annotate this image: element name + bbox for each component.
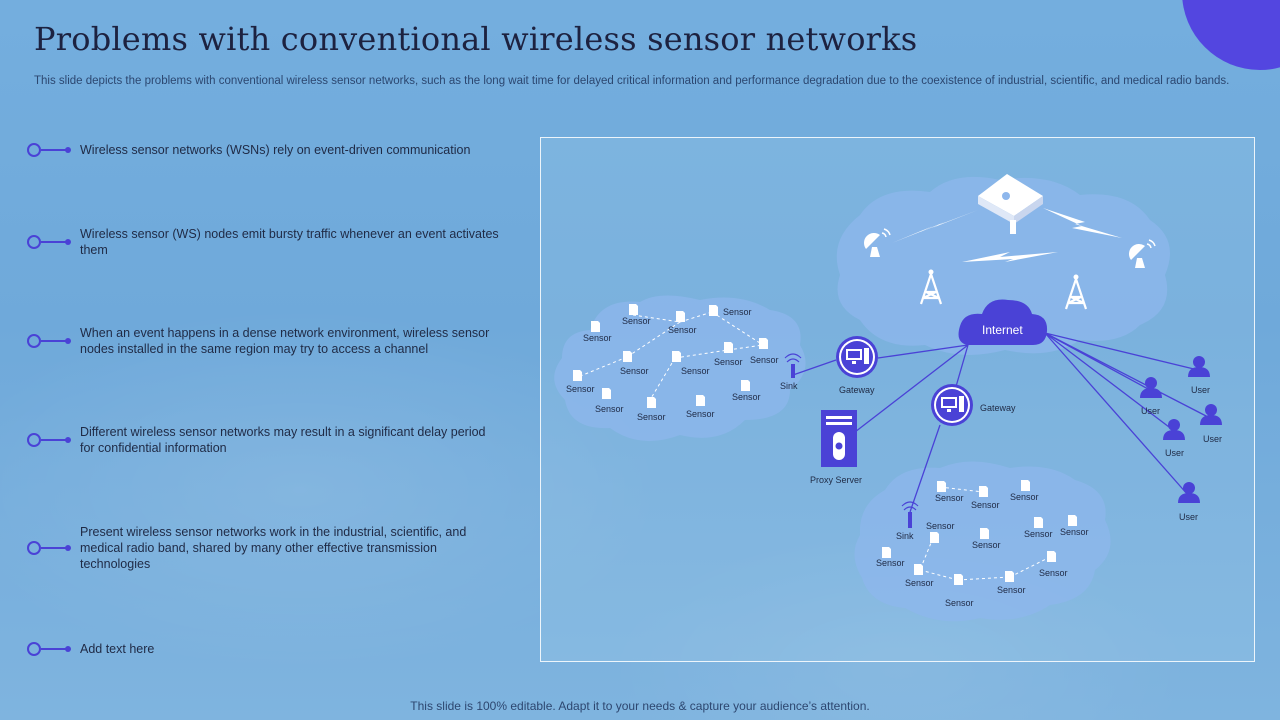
bullet-dot-icon xyxy=(65,338,71,344)
sensor-label: Sensor xyxy=(620,366,649,376)
sensor-label: Sensor xyxy=(1010,492,1039,502)
bullet-dot-icon xyxy=(65,545,71,551)
sensor-label: Sensor xyxy=(732,392,761,402)
sink-label: Sink xyxy=(896,531,914,541)
sink-icon xyxy=(901,501,919,528)
bullet-text: Add text here xyxy=(80,642,155,656)
sensor-label: Sensor xyxy=(566,384,595,394)
sensor-label: Sensor xyxy=(926,521,955,531)
bullet-dot-icon xyxy=(65,147,71,153)
sensor-label: Sensor xyxy=(637,412,666,422)
internet-cloud xyxy=(836,176,1170,355)
gateway-icon xyxy=(931,384,973,426)
bullet-dot-icon xyxy=(65,646,71,652)
sensor-label: Sensor xyxy=(1060,527,1089,537)
bullet-connector xyxy=(41,648,68,650)
sensor-label: Sensor xyxy=(971,500,1000,510)
sensor-label: Sensor xyxy=(905,578,934,588)
footer-note: This slide is 100% editable. Adapt it to… xyxy=(410,699,870,713)
internet-cloud-icon xyxy=(958,299,1048,345)
signal-bolts xyxy=(892,208,1122,262)
page-title: Problems with conventional wireless sens… xyxy=(34,20,918,58)
page-subtitle: This slide depicts the problems with con… xyxy=(34,75,1230,87)
bullet-ring-icon xyxy=(27,541,41,555)
sensor-label: Sensor xyxy=(714,357,743,367)
sink-label: Sink xyxy=(780,381,798,391)
bullet-ring-icon xyxy=(27,334,41,348)
network-links xyxy=(792,332,1211,513)
user-labels: User User User User User xyxy=(1141,385,1222,522)
bullet-connector xyxy=(41,547,68,549)
sensor-cloud-bottom xyxy=(854,461,1111,622)
sink-icon xyxy=(784,353,802,378)
proxy-server-label: Proxy Server xyxy=(810,475,862,485)
sensor-label: Sensor xyxy=(997,585,1026,595)
sensor-label: Sensor xyxy=(668,325,697,335)
bullet-ring-icon xyxy=(27,433,41,447)
user-icons xyxy=(1140,356,1222,503)
bullet-text: Present wireless sensor networks work in… xyxy=(80,525,467,571)
user-label: User xyxy=(1165,448,1184,458)
sensor-label: Sensor xyxy=(681,366,710,376)
bullet-ring-icon xyxy=(27,235,41,249)
sensor-label: Sensor xyxy=(1039,568,1068,578)
sensor-links-left xyxy=(577,311,764,401)
bullet-text: Wireless sensor (WS) nodes emit bursty t… xyxy=(80,227,499,257)
sensor-label: Sensor xyxy=(876,558,905,568)
user-label: User xyxy=(1179,512,1198,522)
sensor-label: Sensor xyxy=(583,333,612,343)
sensor-label: Sensor xyxy=(945,598,974,608)
sensor-label: Sensor xyxy=(595,404,624,414)
proxy-server-icon xyxy=(821,410,857,467)
bullet-connector xyxy=(41,149,68,151)
sensor-label: Sensor xyxy=(622,316,651,326)
bullet-connector xyxy=(41,439,68,441)
sensor-label: Sensor xyxy=(972,540,1001,550)
bullet-connector xyxy=(41,241,68,243)
sensor-label: Sensor xyxy=(1024,529,1053,539)
bullet-text: Wireless sensor networks (WSNs) rely on … xyxy=(80,143,471,157)
user-label: User xyxy=(1191,385,1210,395)
bullet-connector xyxy=(41,340,68,342)
sensor-label: Sensor xyxy=(686,409,715,419)
sensor-labels-left: Sensor Sensor Sensor Sensor Sensor Senso… xyxy=(566,307,779,422)
sensor-labels-bottom: Sensor Sensor Sensor Sensor Sensor Senso… xyxy=(876,492,1089,608)
gateway-label: Gateway xyxy=(980,403,1016,413)
user-label: User xyxy=(1203,434,1222,444)
sensor-label: Sensor xyxy=(723,307,752,317)
bullet-ring-icon xyxy=(27,642,41,656)
bullet-text: When an event happens in a dense network… xyxy=(80,326,490,356)
bullet-dot-icon xyxy=(65,437,71,443)
bullet-ring-icon xyxy=(27,143,41,157)
router-icon xyxy=(978,174,1043,234)
sensor-label: Sensor xyxy=(935,493,964,503)
sensor-label: Sensor xyxy=(750,355,779,365)
sensor-links-bottom xyxy=(919,486,1051,581)
user-label: User xyxy=(1141,406,1160,416)
gateway-icon xyxy=(836,336,878,378)
internet-label: Internet xyxy=(982,323,1023,337)
bullet-dot-icon xyxy=(65,239,71,245)
gateway-label: Gateway xyxy=(839,385,875,395)
bullet-text: Different wireless sensor networks may r… xyxy=(80,425,486,455)
